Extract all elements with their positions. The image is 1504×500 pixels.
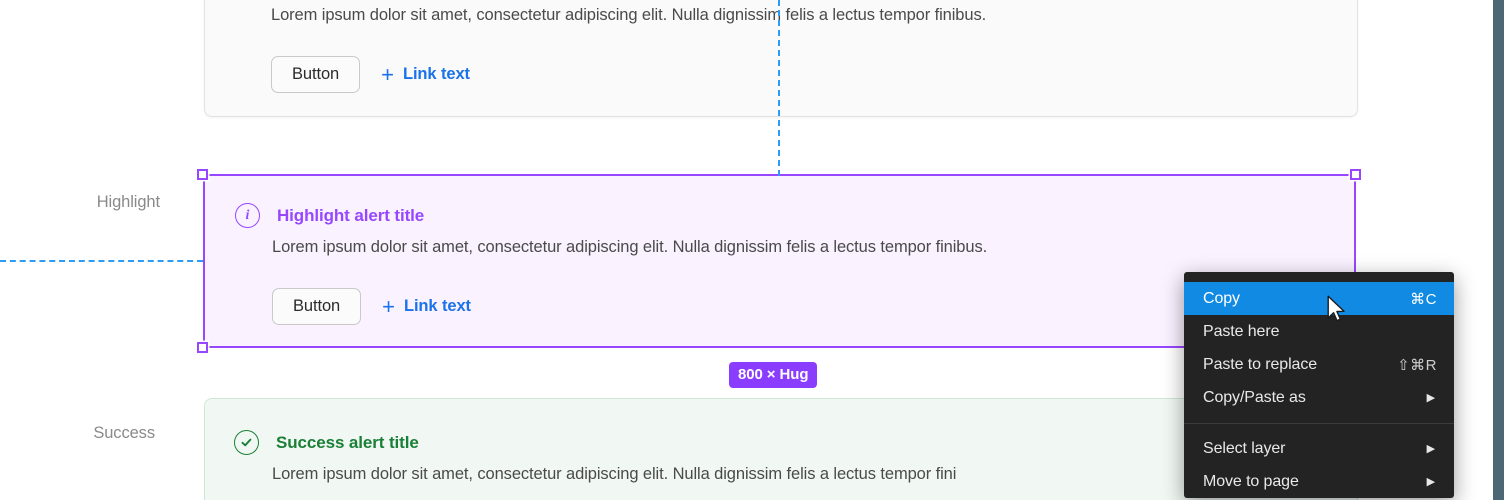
selection-handle-top-right[interactable] xyxy=(1350,169,1361,180)
alert-default-link-label: Link text xyxy=(402,65,470,83)
row-label-highlight: Highlight xyxy=(96,193,160,211)
menu-item-shortcut: ⇧⌘R xyxy=(1397,356,1437,374)
check-circle-icon xyxy=(234,430,259,455)
horizontal-alignment-guide xyxy=(0,260,203,262)
menu-item-paste-to-replace[interactable]: Paste to replace ⇧⌘R xyxy=(1184,348,1454,381)
menu-item-label: Paste here xyxy=(1203,322,1280,340)
menu-item-label: Select layer xyxy=(1203,439,1286,457)
context-menu[interactable]: Copy ⌘C Paste here Paste to replace ⇧⌘R … xyxy=(1184,272,1454,498)
alert-card-highlight[interactable]: i Highlight alert title Lorem ipsum dolo… xyxy=(203,174,1356,348)
info-icon-glyph: i xyxy=(245,207,250,223)
plus-icon: + xyxy=(381,61,394,87)
alert-highlight-title: Highlight alert title xyxy=(277,205,425,225)
plus-icon: + xyxy=(382,293,395,319)
menu-item-label: Move to page xyxy=(1203,472,1299,490)
menu-item-paste-here[interactable]: Paste here xyxy=(1184,315,1454,348)
menu-item-copy-paste-as[interactable]: Copy/Paste as ▶ xyxy=(1184,381,1454,414)
right-edge-strip xyxy=(1493,0,1504,500)
menu-item-label: Copy/Paste as xyxy=(1203,388,1306,406)
alert-highlight-body: Lorem ipsum dolor sit amet, consectetur … xyxy=(272,238,988,256)
alert-card-success[interactable]: Success alert title Lorem ipsum dolor si… xyxy=(204,398,1358,500)
submenu-arrow-icon: ▶ xyxy=(1426,476,1435,488)
submenu-arrow-icon: ▶ xyxy=(1426,443,1435,455)
menu-item-label: Paste to replace xyxy=(1203,355,1318,373)
alert-highlight-actions: Button + Link text xyxy=(272,288,471,325)
selection-size-badge: 800 × Hug xyxy=(729,362,818,388)
menu-item-move-to-page[interactable]: Move to page ▶ xyxy=(1184,465,1454,498)
alert-card-default[interactable]: Lorem ipsum dolor sit amet, consectetur … xyxy=(204,0,1358,117)
alert-highlight-button[interactable]: Button xyxy=(272,288,362,325)
submenu-arrow-icon: ▶ xyxy=(1426,392,1435,404)
row-label-success: Success xyxy=(93,424,155,442)
alert-highlight-header: i Highlight alert title xyxy=(235,203,424,228)
alert-default-button[interactable]: Button xyxy=(271,56,361,93)
alert-default-actions: Button + Link text xyxy=(271,56,470,93)
menu-divider xyxy=(1184,423,1454,424)
alert-default-body: Lorem ipsum dolor sit amet, consectetur … xyxy=(271,6,987,24)
menu-item-copy[interactable]: Copy ⌘C xyxy=(1184,282,1454,315)
menu-item-shortcut: ⌘C xyxy=(1410,290,1437,308)
alert-default-link[interactable]: + Link text xyxy=(381,61,470,87)
selection-handle-top-left[interactable] xyxy=(197,169,208,180)
menu-item-label: Copy xyxy=(1203,289,1240,307)
alert-success-body: Lorem ipsum dolor sit amet, consectetur … xyxy=(272,465,957,483)
info-circle-icon: i xyxy=(235,203,260,228)
alert-success-header: Success alert title xyxy=(234,430,419,455)
alert-highlight-link[interactable]: + Link text xyxy=(382,293,471,319)
menu-item-select-layer[interactable]: Select layer ▶ xyxy=(1184,432,1454,465)
selection-handle-bottom-left[interactable] xyxy=(197,342,208,353)
alert-highlight-link-label: Link text xyxy=(403,297,471,315)
alert-success-title: Success alert title xyxy=(276,432,419,452)
vertical-alignment-guide xyxy=(778,0,780,176)
